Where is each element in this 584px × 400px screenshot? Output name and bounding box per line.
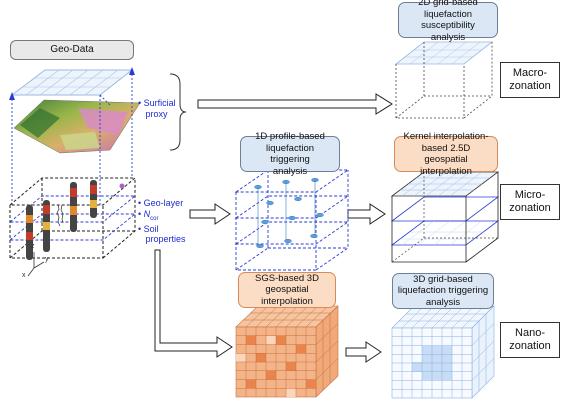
- arrow-to-1d: [189, 203, 231, 225]
- borehole-columns: [26, 180, 125, 260]
- geolayer-legend: • Geo-layer • Ncor • Soil properties: [138, 198, 186, 245]
- axis-y: y: [45, 256, 49, 263]
- macro-zonation-label: Macro-zonation: [500, 62, 560, 98]
- axes-icon: [27, 252, 45, 277]
- macro-grid: [394, 41, 494, 119]
- flow-arrows: [154, 93, 393, 363]
- soil-item: Soil: [143, 223, 159, 234]
- arrow-to-sgs: [154, 249, 233, 358]
- brace: [169, 73, 187, 151]
- grid3d-cube: [391, 305, 495, 399]
- axis-z: z: [31, 243, 35, 250]
- geolayer-item: Geo-layer: [143, 198, 184, 208]
- arrow-to-kernel: [347, 203, 386, 225]
- profile-cube: [234, 169, 350, 271]
- guide-lines: [11, 70, 133, 205]
- surficial-proxy-label: • Surficial proxy: [138, 98, 176, 119]
- axis-x: x: [22, 272, 26, 279]
- geo-data-title: Geo-Data: [10, 40, 134, 60]
- arrow-to-3d: [345, 341, 382, 363]
- nano-zonation-label: Nano-zonation: [500, 322, 560, 358]
- surficial-grid-plane: [10, 69, 134, 96]
- terrain-map: [13, 99, 141, 154]
- ncor-item: N: [143, 208, 151, 219]
- kernel-box: Kernel interpolation-based 2.5D geospati…: [394, 131, 498, 177]
- micro-zonation-label: Micro-zonation: [500, 184, 560, 220]
- sgs-voxel-cube: [235, 305, 339, 398]
- arrow-to-macro: [197, 93, 393, 115]
- kernel-cube: [390, 171, 500, 263]
